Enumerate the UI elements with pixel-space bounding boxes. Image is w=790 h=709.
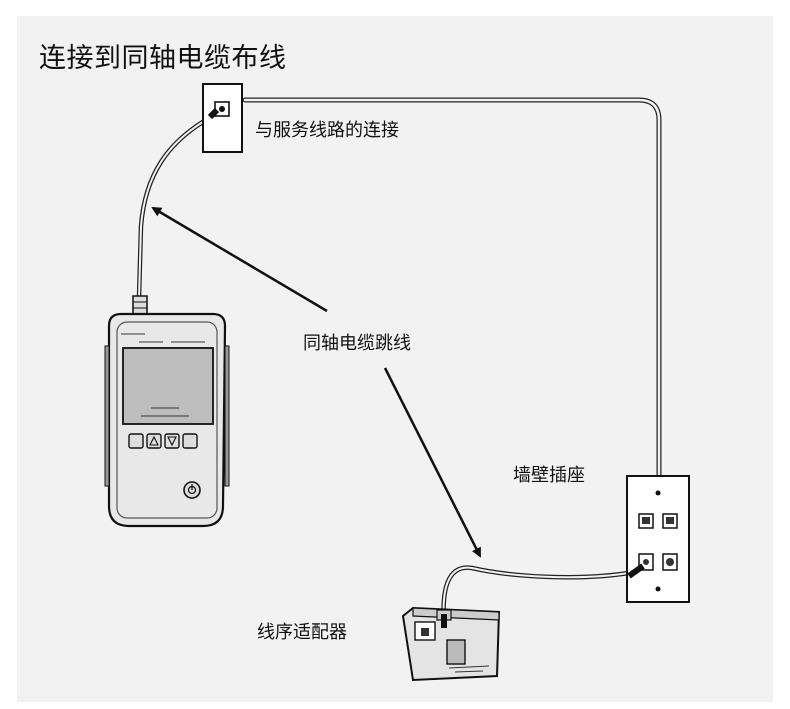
label-wiremap-adapter: 线序适配器 — [257, 622, 347, 643]
handheld-tester-icon — [104, 295, 230, 528]
arrow-to-adapter-cable — [383, 367, 482, 558]
power-icon — [183, 481, 201, 499]
label-service-connection: 与服务线路的连接 — [255, 120, 399, 141]
wiremap-adapter-icon — [401, 606, 501, 682]
diagram-canvas: 连接到同轴电缆布线 — [17, 16, 773, 702]
diagram-drawing — [104, 83, 690, 682]
wall-plate-icon — [626, 475, 690, 603]
service-cable — [242, 97, 662, 481]
label-coax-patch-cable: 同轴电缆跳线 — [303, 333, 411, 354]
coax-wall-jack-icon — [202, 83, 243, 153]
arrow-to-tester-cable — [151, 206, 328, 313]
diagram-title: 连接到同轴电缆布线 — [39, 43, 287, 74]
label-wall-outlet: 墙壁插座 — [513, 465, 585, 486]
